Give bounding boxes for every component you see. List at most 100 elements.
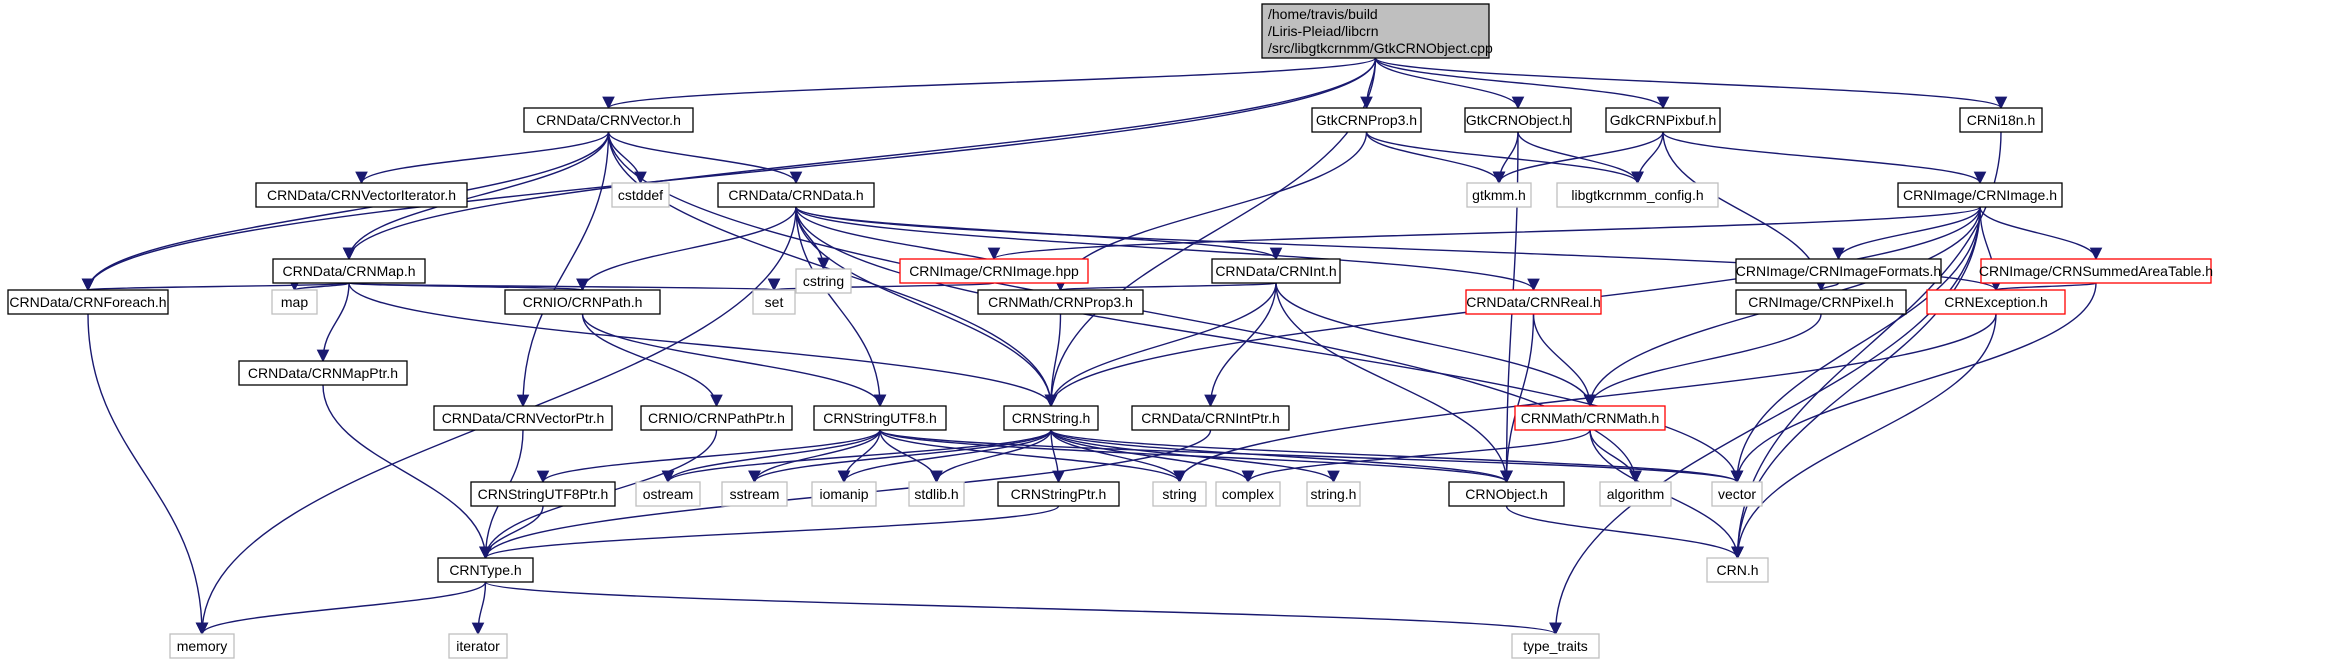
- node-box-strptr: [997, 481, 1120, 507]
- edge-utf8-to-string: [879, 429, 1186, 484]
- node-label-intptr: CRNData/CRNIntPtr.h: [1141, 410, 1279, 426]
- edge-image_h-to-vector: [1730, 206, 1981, 484]
- node-box-string_h: [1003, 405, 1099, 431]
- node-strptr[interactable]: CRNStringPtr.h: [997, 481, 1120, 507]
- node-cfg: libgtkcrnmm_config.h: [1556, 182, 1719, 208]
- node-label-type_h: CRNType.h: [449, 562, 521, 578]
- node-box-complex: [1215, 481, 1281, 507]
- node-path_h[interactable]: CRNIO/CRNPath.h: [504, 289, 661, 315]
- edge-int_h-to-prop3m: [1054, 278, 1277, 292]
- edge-string_h-to-sstream: [748, 429, 1052, 484]
- node-foreach[interactable]: CRNData/CRNForeach.h: [7, 289, 169, 315]
- node-label-real_h: CRNData/CRNReal.h: [1466, 294, 1601, 310]
- node-real_h[interactable]: CRNData/CRNReal.h: [1465, 289, 1602, 315]
- node-image_h[interactable]: CRNImage/CRNImage.h: [1897, 182, 2063, 208]
- node-math_h[interactable]: CRNMath/CRNMath.h: [1514, 405, 1666, 431]
- node-sat[interactable]: CRNImage/CRNSummedAreaTable.h: [1979, 258, 2213, 284]
- node-pixel[interactable]: CRNImage/CRNPixel.h: [1735, 289, 1907, 315]
- node-vecptr[interactable]: CRNData/CRNVectorPtr.h: [433, 405, 613, 431]
- node-map_h[interactable]: CRNData/CRNMap.h: [272, 258, 426, 284]
- node-exc[interactable]: CRNException.h: [1926, 289, 2066, 315]
- node-label-utf8ptr: CRNStringUTF8Ptr.h: [478, 486, 609, 502]
- node-prop3m[interactable]: CRNMath/CRNProp3.h: [977, 289, 1144, 315]
- edge-math_h-to-complex: [1241, 429, 1591, 484]
- node-mapptr[interactable]: CRNData/CRNMapPtr.h: [238, 360, 408, 386]
- node-prop3[interactable]: GtkCRNProp3.h: [1311, 107, 1422, 133]
- node-map: map: [271, 289, 318, 315]
- node-label-cfg: libgtkcrnmm_config.h: [1571, 187, 1703, 203]
- node-box-i18n: [1959, 107, 2043, 133]
- node-label-math_h: CRNMath/CRNMath.h: [1521, 410, 1659, 426]
- node-pathptr[interactable]: CRNIO/CRNPathPtr.h: [640, 405, 793, 431]
- node-utf8ptr[interactable]: CRNStringUTF8Ptr.h: [470, 481, 616, 507]
- node-box-data_h: [717, 182, 875, 208]
- node-crnobj[interactable]: CRNObject.h: [1448, 481, 1565, 507]
- node-intptr[interactable]: CRNData/CRNIntPtr.h: [1131, 405, 1290, 431]
- edge-image_h-to-sat: [1979, 206, 2103, 261]
- node-box-gtkmm: [1466, 182, 1532, 208]
- node-label-map_h: CRNData/CRNMap.h: [282, 263, 415, 279]
- node-box-set: [752, 289, 796, 315]
- node-label-mapptr: CRNData/CRNMapPtr.h: [248, 365, 398, 381]
- node-vector: vector: [1711, 481, 1763, 507]
- node-box-pixel: [1735, 289, 1907, 315]
- edge-pixbuf-to-image_h: [1662, 131, 1987, 185]
- node-int_h[interactable]: CRNData/CRNInt.h: [1211, 258, 1341, 284]
- node-pixbuf[interactable]: GdkCRNPixbuf.h: [1605, 107, 1721, 133]
- node-box-algorithm: [1599, 481, 1672, 507]
- node-label-iterator: iterator: [456, 638, 500, 654]
- nodes-layer: /home/travis/build/Liris-Pleiad/libcrn/s…: [7, 3, 2213, 659]
- node-utf8[interactable]: CRNStringUTF8.h: [813, 405, 947, 431]
- node-string: string: [1152, 481, 1207, 507]
- node-box-gtkobj: [1464, 107, 1572, 133]
- edge-vector_h-to-veciter: [355, 131, 610, 185]
- node-imghpp[interactable]: CRNImage/CRNImage.hpp: [899, 258, 1089, 284]
- edge-data_h-to-utf8: [795, 206, 887, 408]
- node-algorithm: algorithm: [1599, 481, 1672, 507]
- node-type_traits: type_traits: [1511, 633, 1600, 659]
- node-string_c: string.h: [1306, 481, 1361, 507]
- edge-formats-to-pixel: [1814, 278, 1840, 292]
- node-label-string_c: string.h: [1311, 486, 1357, 502]
- edge-math_h-to-algorithm: [1589, 429, 1642, 484]
- node-label-sstream: sstream: [730, 486, 780, 502]
- node-label-cstring: cstring: [803, 273, 844, 289]
- edge-root-to-prop3: [1360, 57, 1377, 110]
- node-veciter[interactable]: CRNData/CRNVectorIterator.h: [255, 182, 468, 208]
- node-i18n[interactable]: CRNi18n.h: [1959, 107, 2043, 133]
- node-box-type_traits: [1511, 633, 1600, 659]
- node-label-formats: CRNImage/CRNImageFormats.h: [1736, 263, 1941, 279]
- node-formats[interactable]: CRNImage/CRNImageFormats.h: [1735, 258, 1942, 284]
- node-memory: memory: [169, 633, 235, 659]
- node-label-set: set: [765, 294, 784, 310]
- edge-root-to-map_h: [342, 57, 1377, 261]
- node-box-utf8: [813, 405, 947, 431]
- node-vector_h[interactable]: CRNData/CRNVector.h: [523, 107, 694, 133]
- node-box-veciter: [255, 182, 468, 208]
- node-string_h[interactable]: CRNString.h: [1003, 405, 1099, 431]
- node-box-math_h: [1514, 405, 1666, 431]
- node-stdlib: stdlib.h: [908, 481, 965, 507]
- edge-prop3m-to-string_h: [1044, 313, 1062, 408]
- node-data_h[interactable]: CRNData/CRNData.h: [717, 182, 875, 208]
- node-box-map_h: [272, 258, 426, 284]
- node-label-veciter: CRNData/CRNVectorIterator.h: [267, 187, 456, 203]
- node-crn_h: CRN.h: [1706, 557, 1769, 583]
- node-set: set: [752, 289, 796, 315]
- edge-int_h-to-intptr: [1204, 282, 1277, 408]
- node-sstream: sstream: [721, 481, 788, 507]
- node-box-int_h: [1211, 258, 1341, 284]
- node-label-vector: vector: [1718, 486, 1756, 502]
- node-label-int_h: CRNData/CRNInt.h: [1215, 263, 1336, 279]
- node-label-vecptr: CRNData/CRNVectorPtr.h: [442, 410, 605, 426]
- node-type_h[interactable]: CRNType.h: [437, 557, 534, 583]
- edge-int_h-to-math_h: [1275, 282, 1597, 408]
- node-label-pixbuf: GdkCRNPixbuf.h: [1610, 112, 1717, 128]
- edge-string_h-to-vector: [1050, 429, 1743, 484]
- node-root[interactable]: /home/travis/build/Liris-Pleiad/libcrn/s…: [1261, 3, 1493, 59]
- edge-map_h-to-foreach: [82, 278, 350, 292]
- node-gtkobj[interactable]: GtkCRNObject.h: [1464, 107, 1572, 133]
- node-label-exc: CRNException.h: [1944, 294, 2048, 310]
- node-box-string: [1152, 481, 1207, 507]
